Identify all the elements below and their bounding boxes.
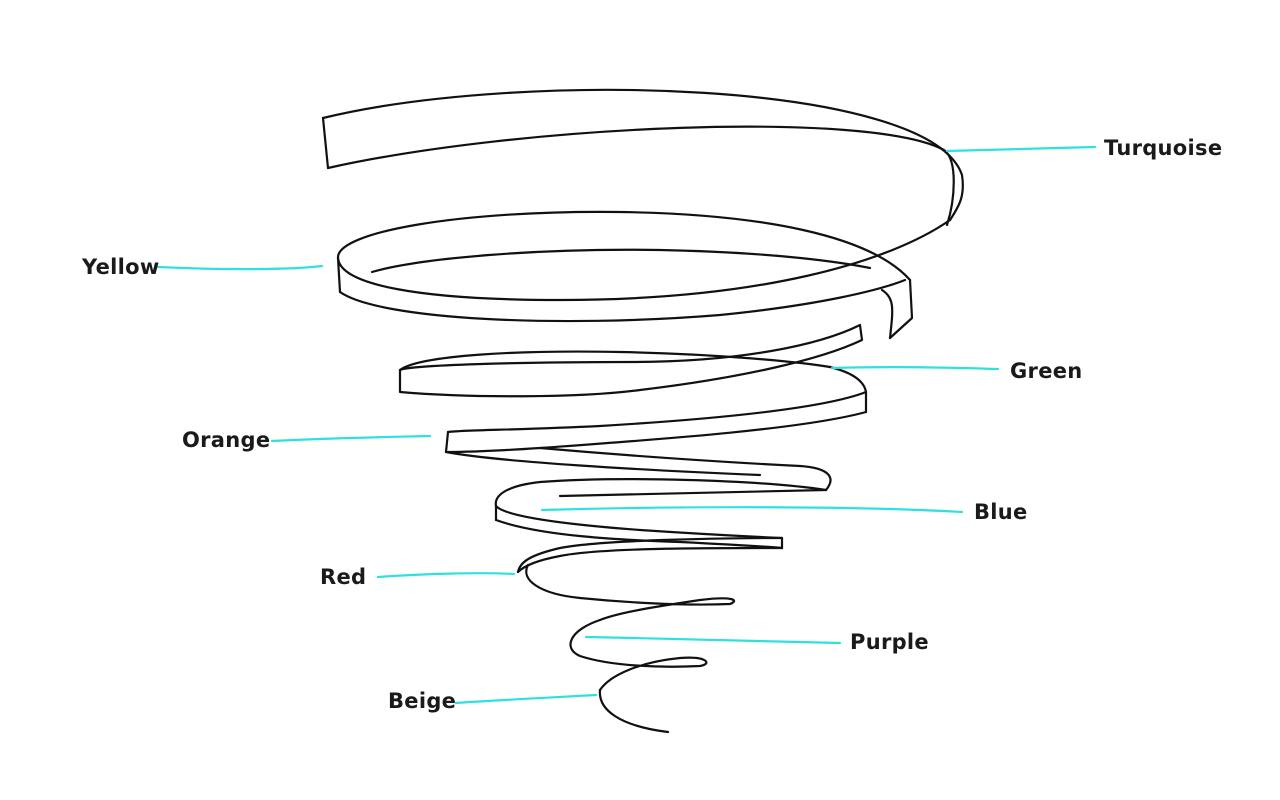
label-turquoise: Turquoise xyxy=(1104,136,1222,160)
leader-lines xyxy=(156,145,1097,705)
leader-line-beige xyxy=(454,693,598,705)
label-yellow: Yellow xyxy=(81,255,160,279)
ribbon-turn-red xyxy=(516,546,784,622)
leader-line-orange xyxy=(270,434,432,443)
ribbon-turn-turquoise xyxy=(321,88,964,227)
ribbon-turn-beige xyxy=(598,688,670,734)
label-blue: Blue xyxy=(974,500,1028,524)
ribbon-turn-green xyxy=(398,323,868,434)
leader-line-yellow xyxy=(156,264,324,271)
ribbon-turn-purple xyxy=(569,618,708,692)
leader-line-turquoise xyxy=(945,145,1097,153)
label-orange: Orange xyxy=(182,428,270,452)
label-red: Red xyxy=(320,565,366,589)
ribbon-turn-yellow xyxy=(336,210,952,340)
label-green: Green xyxy=(1010,359,1083,383)
leader-line-green xyxy=(830,366,1000,371)
label-purple: Purple xyxy=(850,630,929,654)
leader-line-red xyxy=(376,572,516,579)
ribbon-turn-orange xyxy=(444,410,868,498)
ribbon-turn-blue xyxy=(494,478,828,574)
leader-line-blue xyxy=(540,506,964,514)
leader-line-purple xyxy=(584,635,842,645)
labels: Turquoise Yellow Green Orange Blue Red P… xyxy=(81,136,1222,713)
label-beige: Beige xyxy=(388,689,456,713)
